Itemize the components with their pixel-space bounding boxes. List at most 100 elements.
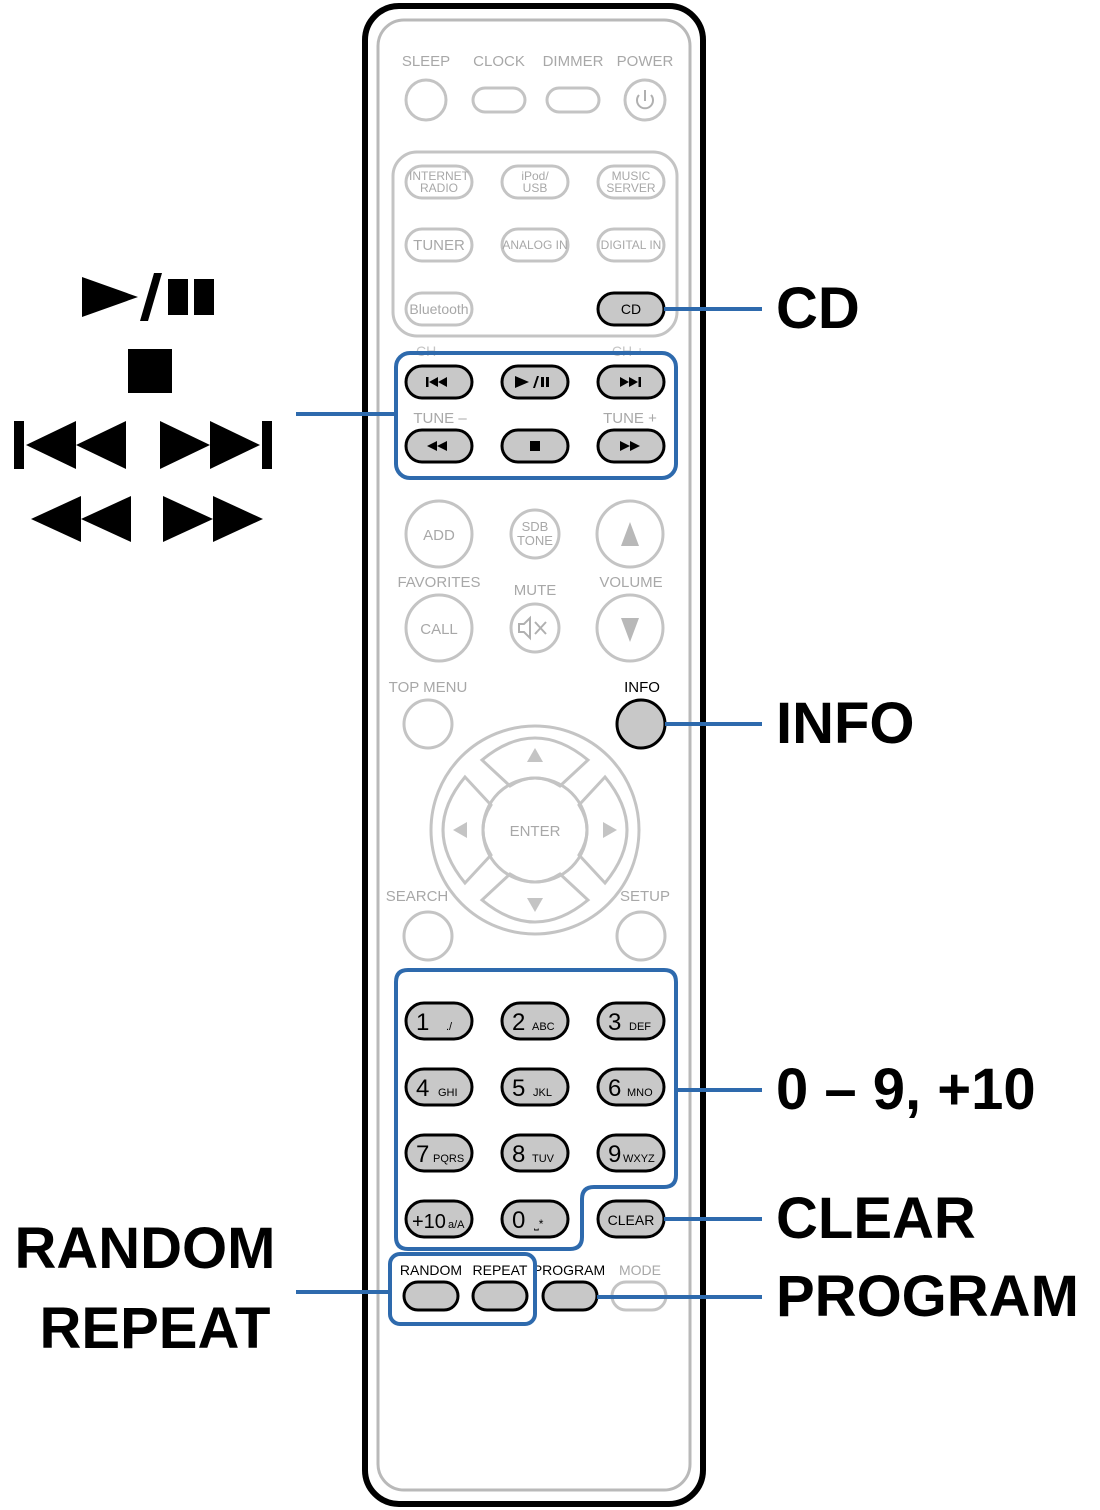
- rewind-fastforward-symbols-icon: [31, 496, 263, 542]
- key-2[interactable]: [500, 1001, 570, 1041]
- power-icon: [636, 90, 654, 110]
- clock-label: CLOCK: [473, 53, 525, 70]
- sdb-tone-button[interactable]: [509, 508, 561, 560]
- key-4-num: 4: [416, 1075, 429, 1102]
- mute-label: MUTE: [514, 582, 557, 599]
- internet-radio-button[interactable]: [404, 164, 474, 200]
- numbers-callout: 0 – 9, +10: [776, 1057, 1036, 1122]
- search-symbol-row: [0, 482, 300, 556]
- dpad: [429, 724, 641, 936]
- key-4[interactable]: [404, 1067, 474, 1107]
- random-button[interactable]: [402, 1280, 460, 1312]
- key-1-sub: ./: [446, 1021, 453, 1033]
- skip-forward-icon: [620, 377, 641, 387]
- ipod-usb-button[interactable]: [500, 164, 570, 200]
- info-label: INFO: [624, 679, 660, 696]
- fast-forward-icon: [620, 441, 640, 451]
- internet-label-2: RADIO: [420, 181, 458, 195]
- key-9[interactable]: [596, 1133, 666, 1173]
- key-7-sub: PQRS: [433, 1153, 464, 1165]
- mute-button[interactable]: [509, 602, 561, 654]
- volume-down-icon: [621, 618, 639, 642]
- cd-label: CD: [621, 301, 641, 317]
- dpad-right-button[interactable]: [577, 774, 629, 886]
- key-5-num: 5: [512, 1075, 525, 1102]
- digital-in-button[interactable]: [596, 227, 666, 263]
- stop-symbol-row: [0, 334, 300, 408]
- sleep-label: SLEEP: [402, 53, 450, 70]
- music-label-1: MUSIC: [612, 169, 651, 183]
- random-repeat-highlight: [388, 1252, 537, 1326]
- dimmer-button[interactable]: [545, 86, 601, 114]
- skip-back-icon: [426, 377, 447, 387]
- key-plus10-sub: a/A: [448, 1219, 465, 1231]
- play-pause-icon: [515, 376, 549, 388]
- clock-button[interactable]: [471, 86, 527, 114]
- source-panel: [391, 150, 679, 338]
- key-5[interactable]: [500, 1067, 570, 1107]
- cd-callout: CD: [776, 276, 860, 341]
- setup-button[interactable]: [615, 910, 667, 962]
- key-3-sub: DEF: [629, 1021, 651, 1033]
- search-button[interactable]: [402, 910, 454, 962]
- key-1[interactable]: [404, 1001, 474, 1041]
- bluetooth-button[interactable]: [404, 291, 474, 327]
- key-9-sub: WXYZ: [623, 1153, 655, 1165]
- clear-label: CLEAR: [608, 1212, 655, 1228]
- power-label: POWER: [617, 53, 674, 70]
- tone-label: TONE: [517, 533, 553, 548]
- mode-label: MODE: [619, 1262, 661, 1278]
- key-2-sub: ABC: [532, 1021, 555, 1033]
- add-label: ADD: [423, 527, 455, 544]
- setup-label: SETUP: [620, 888, 670, 905]
- transport-symbol-legend: [0, 260, 300, 556]
- key-6-num: 6: [608, 1075, 621, 1102]
- tuner-button[interactable]: [404, 227, 474, 263]
- enter-label: ENTER: [510, 823, 561, 840]
- call-button[interactable]: [404, 593, 474, 663]
- top-menu-button[interactable]: [402, 698, 454, 750]
- dpad-left-button[interactable]: [441, 774, 493, 886]
- program-label: PROGRAM: [533, 1262, 605, 1278]
- key-1-num: 1: [416, 1009, 429, 1036]
- mute-icon: [518, 615, 547, 641]
- key-9-num: 9: [608, 1141, 621, 1168]
- ipod-label-1: iPod/: [521, 169, 549, 183]
- key-3[interactable]: [596, 1001, 666, 1041]
- key-0[interactable]: [500, 1199, 570, 1239]
- key-plus10[interactable]: [404, 1199, 474, 1239]
- analog-label: ANALOG IN: [502, 238, 567, 252]
- dpad-down-icon: [527, 898, 543, 912]
- tune-plus-label: TUNE +: [603, 410, 657, 427]
- sleep-button[interactable]: [404, 78, 448, 122]
- remote-inner-outline: [376, 18, 692, 1492]
- analog-in-button[interactable]: [500, 227, 570, 263]
- repeat-label: REPEAT: [473, 1262, 528, 1278]
- favorites-label: FAVORITES: [397, 574, 480, 591]
- info-button[interactable]: [615, 698, 667, 750]
- dpad-down-button[interactable]: [479, 872, 591, 924]
- repeat-button[interactable]: [471, 1280, 529, 1312]
- dimmer-label: DIMMER: [543, 53, 604, 70]
- volume-up-icon: [621, 522, 639, 546]
- key-6-sub: MNO: [627, 1087, 653, 1099]
- music-label-2: SERVER: [606, 181, 655, 195]
- key-7-num: 7: [416, 1141, 429, 1168]
- stop-icon: [530, 441, 540, 451]
- music-server-button[interactable]: [596, 164, 666, 200]
- key-plus10-num: +10: [412, 1211, 446, 1233]
- dpad-up-icon: [527, 748, 543, 762]
- key-8-sub: TUV: [532, 1153, 555, 1165]
- play-pause-symbol-icon: [82, 273, 214, 321]
- key-8[interactable]: [500, 1133, 570, 1173]
- program-callout: PROGRAM: [776, 1264, 1079, 1329]
- info-callout: INFO: [776, 691, 915, 756]
- program-button[interactable]: [541, 1280, 599, 1312]
- call-label: CALL: [420, 621, 458, 638]
- dpad-up-button[interactable]: [479, 736, 591, 788]
- skip-symbol-row: [0, 408, 300, 482]
- key-7[interactable]: [404, 1133, 474, 1173]
- key-6[interactable]: [596, 1067, 666, 1107]
- dpad-left-icon: [453, 822, 467, 838]
- add-button[interactable]: [404, 499, 474, 569]
